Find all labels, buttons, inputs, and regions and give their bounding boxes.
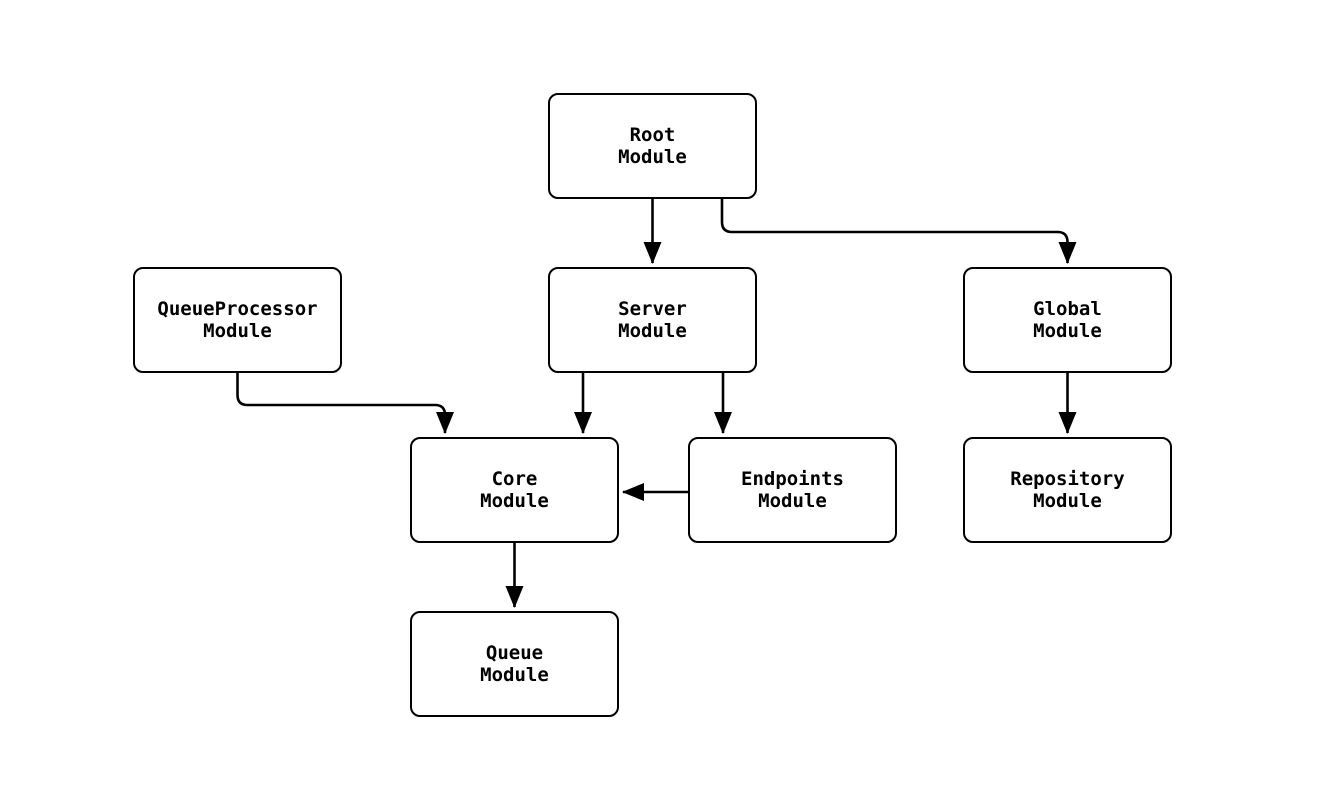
node-label-line2: Module: [618, 146, 687, 168]
node-label-line1: Server: [618, 298, 687, 320]
node-label-line2: Module: [618, 320, 687, 342]
node-label-line1: Endpoints: [741, 468, 844, 490]
node-label-line1: Core: [491, 468, 538, 490]
edge-queueprocessor-to-core: [236, 373, 454, 434]
edge-root-to-global: [720, 199, 1077, 264]
node-label-line2: Module: [1033, 490, 1102, 512]
node-root-module: Root Module: [548, 93, 757, 199]
node-label-line2: Module: [1033, 320, 1102, 342]
node-server-module: Server Module: [548, 267, 757, 373]
node-queueprocessor-module: QueueProcessor Module: [133, 267, 342, 373]
node-endpoints-module: Endpoints Module: [688, 437, 897, 543]
node-label-line1: Root: [629, 124, 676, 146]
node-label-line1: QueueProcessor: [157, 298, 318, 320]
node-core-module: Core Module: [410, 437, 619, 543]
node-queue-module: Queue Module: [410, 611, 619, 717]
node-label-line1: Repository: [1010, 468, 1125, 490]
node-label-line2: Module: [480, 664, 549, 686]
node-label-line2: Module: [758, 490, 827, 512]
node-global-module: Global Module: [963, 267, 1172, 373]
node-label-line1: Global: [1033, 298, 1102, 320]
node-repository-module: Repository Module: [963, 437, 1172, 543]
node-label-line2: Module: [480, 490, 549, 512]
node-label-line2: Module: [203, 320, 272, 342]
node-label-line1: Queue: [485, 642, 544, 664]
